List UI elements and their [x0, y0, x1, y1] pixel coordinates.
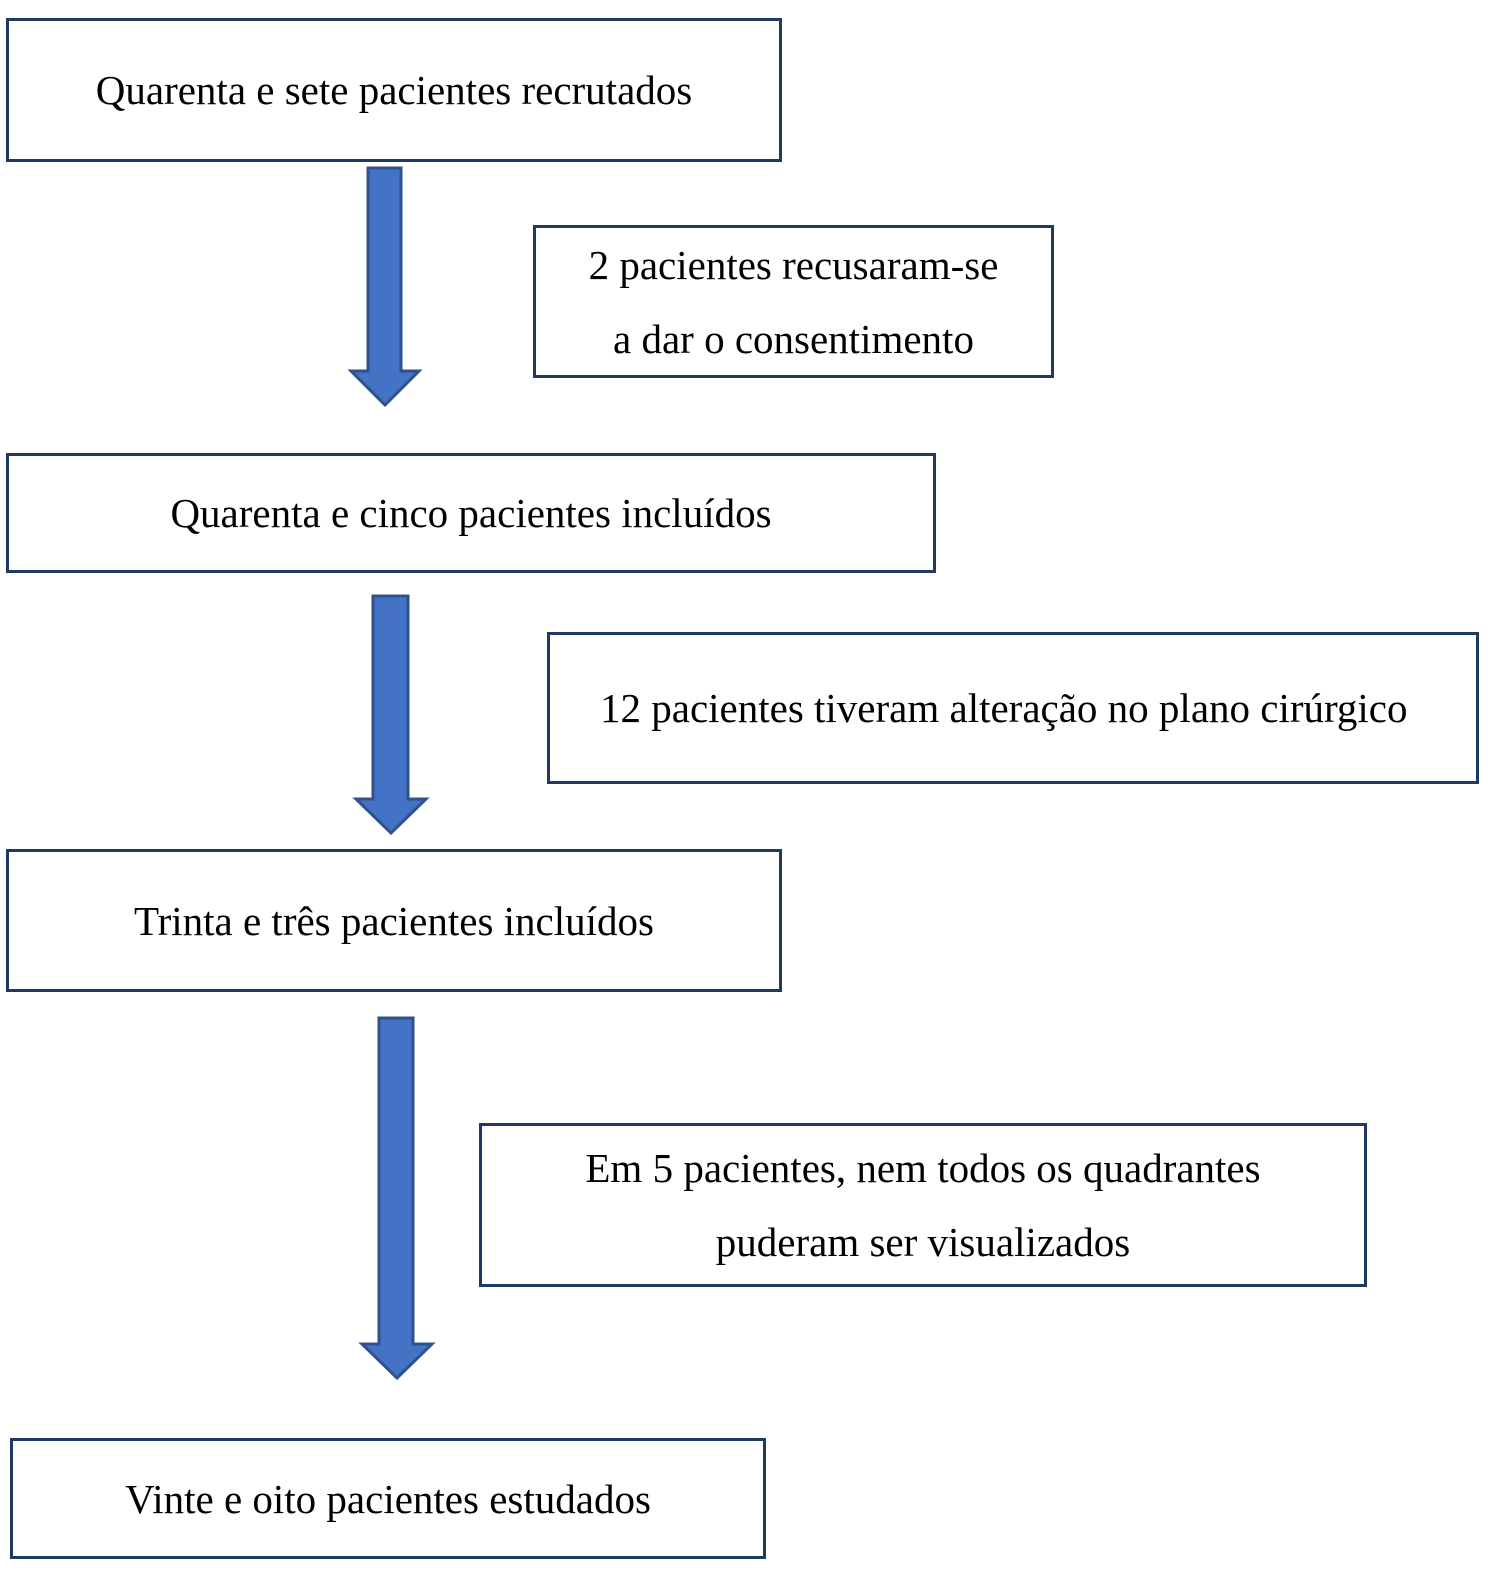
down-arrow-1	[347, 166, 423, 408]
exclusion-box-quadrants: Em 5 pacientes, nem todos os quadrantes …	[479, 1123, 1367, 1287]
step-label-recruited: Quarenta e sete pacientes recrutados	[95, 67, 693, 113]
step-box-recruited: Quarenta e sete pacientes recrutados	[6, 18, 782, 162]
step-box-included-45: Quarenta e cinco pacientes incluídos	[6, 453, 936, 573]
down-arrow-2	[352, 594, 430, 836]
exclusion-surgical-plan-line-1: 12 pacientes tiveram alteração no plano …	[600, 685, 1408, 731]
step-box-included-33: Trinta e três pacientes incluídos	[6, 849, 782, 992]
step-label-included-45: Quarenta e cinco pacientes incluídos	[170, 490, 772, 536]
exclusion-box-consent: 2 pacientes recusaram-se a dar o consent…	[533, 225, 1054, 378]
exclusion-quadrants-line-1: Em 5 pacientes, nem todos os quadrantes	[585, 1145, 1261, 1191]
step-label-studied: Vinte e oito pacientes estudados	[125, 1475, 651, 1522]
exclusion-consent-line-1: 2 pacientes recusaram-se	[588, 241, 999, 288]
exclusion-box-surgical-plan: 12 pacientes tiveram alteração no plano …	[547, 632, 1479, 784]
exclusion-consent-line-2: a dar o consentimento	[613, 315, 974, 362]
exclusion-quadrants-line-2: puderam ser visualizados	[715, 1219, 1131, 1265]
step-box-studied: Vinte e oito pacientes estudados	[10, 1438, 766, 1559]
down-arrow-3	[358, 1016, 436, 1381]
step-label-included-33: Trinta e três pacientes incluídos	[134, 897, 654, 944]
